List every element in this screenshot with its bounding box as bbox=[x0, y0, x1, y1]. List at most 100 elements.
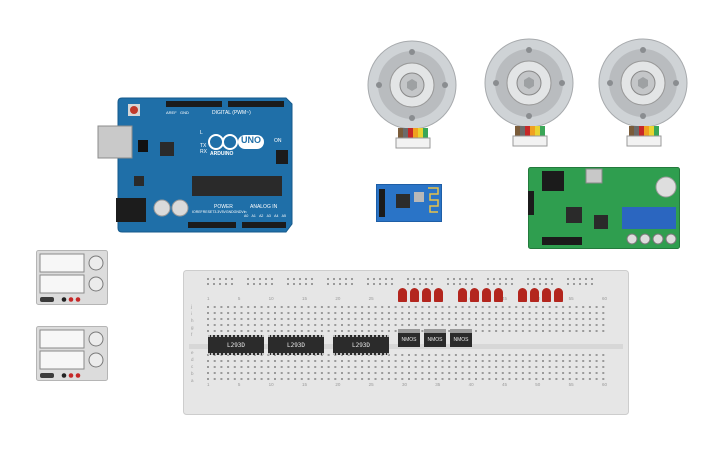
red-led[interactable] bbox=[434, 288, 443, 302]
nmos-body: NMOS bbox=[424, 333, 446, 347]
red-led[interactable] bbox=[530, 288, 539, 302]
stepper-motor-1[interactable] bbox=[367, 40, 457, 152]
l293d-chip-2[interactable]: L293D bbox=[268, 335, 324, 355]
row-letter: d bbox=[191, 357, 194, 362]
column-number: 60 bbox=[601, 382, 607, 387]
breadboard-row-letters-bottom: e d c b a bbox=[191, 350, 194, 383]
red-led[interactable] bbox=[422, 288, 431, 302]
column-number: 1 bbox=[207, 296, 210, 301]
column-number: 10 bbox=[268, 296, 274, 301]
row-letter: e bbox=[191, 350, 194, 355]
column-number: 20 bbox=[335, 382, 341, 387]
chip-label: L293D bbox=[351, 341, 371, 349]
red-led[interactable] bbox=[542, 288, 551, 302]
stepper-motor-2[interactable] bbox=[484, 38, 574, 150]
nmos-transistor-1[interactable]: NMOS bbox=[398, 329, 420, 349]
power-supply-2-graphic bbox=[36, 326, 108, 381]
breadboard-row-letters-top: j i h g f bbox=[191, 304, 194, 337]
arduino-pin-tx: TX bbox=[200, 143, 207, 149]
power-supply-1[interactable] bbox=[36, 250, 108, 305]
stepper-motor-3[interactable] bbox=[598, 38, 688, 150]
power-pin-label: 5V bbox=[221, 210, 226, 214]
esp8266-module[interactable] bbox=[376, 184, 442, 222]
row-letter: h bbox=[191, 318, 194, 323]
arduino-uno-board[interactable]: DIGITAL (PWM~) ARDUINO UNO AREF GND L TX… bbox=[96, 96, 296, 236]
red-led[interactable] bbox=[494, 288, 503, 302]
arduino-pin-aref: AREF bbox=[166, 110, 177, 115]
arduino-header-analog-label: ANALOG IN bbox=[250, 204, 278, 210]
red-led[interactable] bbox=[554, 288, 563, 302]
power-supply-1-graphic bbox=[36, 250, 108, 305]
breadboard-column-numbers-bottom: 1 5 10 15 20 25 30 35 40 45 50 55 60 bbox=[207, 382, 607, 387]
row-letter: a bbox=[191, 378, 194, 383]
led-group-3 bbox=[518, 288, 563, 302]
arduino-analog-pin-labels: A0 A1 A2 A3 A4 A5 bbox=[244, 214, 286, 218]
power-pin-label: IOREF bbox=[192, 210, 203, 214]
l293d-chip-1[interactable]: L293D bbox=[208, 335, 264, 355]
chip-label: NMOS bbox=[427, 337, 443, 343]
nmos-tab bbox=[398, 329, 420, 333]
analog-pin-label: A2 bbox=[259, 214, 264, 218]
column-number: 45 bbox=[501, 382, 507, 387]
arduino-pin-rx: RX bbox=[200, 149, 207, 155]
row-letter: j bbox=[191, 304, 192, 309]
row-letter: g bbox=[191, 325, 194, 330]
column-number: 10 bbox=[268, 382, 274, 387]
arduino-header-digital-label: DIGITAL (PWM~) bbox=[212, 110, 251, 116]
arduino-pin-on: ON bbox=[274, 138, 282, 144]
column-number: 35 bbox=[435, 382, 441, 387]
chip-label: L293D bbox=[226, 341, 246, 349]
arduino-pin-gnd: GND bbox=[180, 110, 189, 115]
power-pin-label: GND bbox=[225, 210, 234, 214]
column-number: 60 bbox=[601, 296, 607, 301]
column-number: 15 bbox=[301, 296, 307, 301]
analog-pin-label: A4 bbox=[274, 214, 279, 218]
nmos-transistor-2[interactable]: NMOS bbox=[424, 329, 446, 349]
arduino-power-pin-labels: IOREF RESET 3.3V 5V GND GND Vin bbox=[192, 210, 246, 214]
red-led[interactable] bbox=[518, 288, 527, 302]
column-number: 25 bbox=[368, 382, 374, 387]
red-led[interactable] bbox=[410, 288, 419, 302]
chip-label: NMOS bbox=[453, 337, 469, 343]
arduino-pin-l: L bbox=[200, 130, 203, 136]
red-led[interactable] bbox=[398, 288, 407, 302]
column-number: 55 bbox=[568, 296, 574, 301]
column-number: 5 bbox=[237, 382, 241, 387]
column-number: 40 bbox=[468, 382, 474, 387]
analog-pin-label: A1 bbox=[251, 214, 256, 218]
row-letter: f bbox=[191, 332, 193, 337]
red-led[interactable] bbox=[470, 288, 479, 302]
analog-pin-label: A5 bbox=[281, 214, 286, 218]
column-number: 5 bbox=[237, 296, 241, 301]
column-number: 15 bbox=[301, 382, 307, 387]
analog-pin-label: A3 bbox=[266, 214, 271, 218]
nmos-body: NMOS bbox=[450, 333, 472, 347]
arduino-header-power-label: POWER bbox=[214, 204, 233, 210]
chip-label: L293D bbox=[286, 341, 306, 349]
usb-port bbox=[97, 125, 133, 159]
power-supply-2[interactable] bbox=[36, 326, 108, 381]
red-led[interactable] bbox=[482, 288, 491, 302]
power-pin-label: GND bbox=[233, 210, 242, 214]
red-led[interactable] bbox=[458, 288, 467, 302]
column-number: 30 bbox=[401, 382, 407, 387]
l293d-chip-3[interactable]: L293D bbox=[333, 335, 389, 355]
led-group-2 bbox=[458, 288, 503, 302]
motor-driver-board[interactable] bbox=[528, 167, 680, 249]
chip-label: NMOS bbox=[401, 337, 417, 343]
arduino-logo-text: ARDUINO bbox=[210, 151, 234, 157]
analog-pin-label: A0 bbox=[244, 214, 249, 218]
column-number: 55 bbox=[568, 382, 574, 387]
nmos-transistor-3[interactable]: NMOS bbox=[450, 329, 472, 349]
column-number: 20 bbox=[335, 296, 341, 301]
nmos-tab bbox=[450, 329, 472, 333]
column-number: 1 bbox=[207, 382, 210, 387]
arduino-model-text: UNO bbox=[241, 135, 261, 145]
column-number: 50 bbox=[535, 382, 541, 387]
power-pin-label: 3.3V bbox=[214, 210, 222, 214]
column-number: 25 bbox=[368, 296, 374, 301]
led-group-1 bbox=[398, 288, 443, 302]
power-pin-label: RESET bbox=[202, 210, 215, 214]
row-letter: c bbox=[191, 364, 194, 369]
column-number: 45 bbox=[501, 296, 507, 301]
